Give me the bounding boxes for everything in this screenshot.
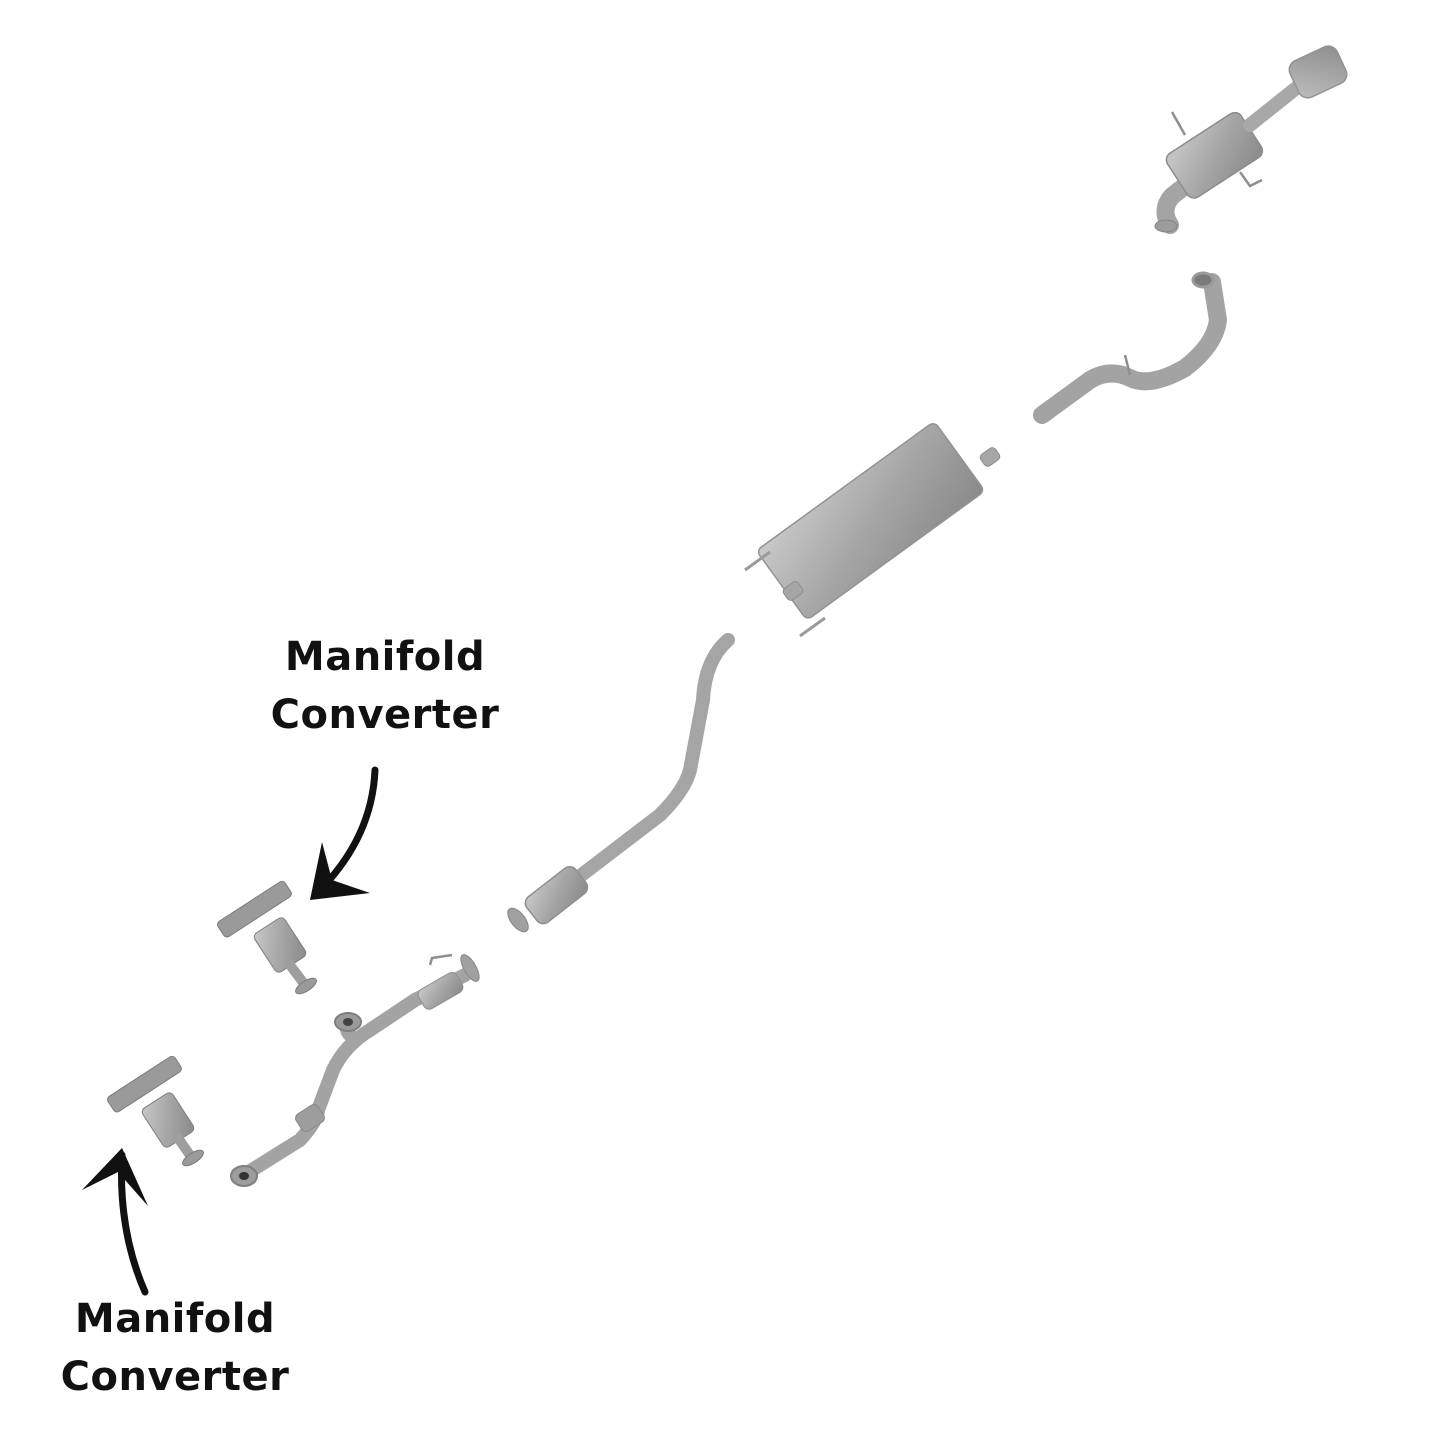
label-line-1: Manifold — [74, 1296, 276, 1342]
center-muffler — [744, 422, 1001, 638]
intermediate-pipe — [1033, 271, 1227, 424]
manifold-converter-lower — [107, 1055, 204, 1167]
front-pipe-catalytic-converter — [507, 633, 735, 933]
manifold-converter-label-lower: Manifold Converter — [52, 1290, 298, 1406]
label-line-2: Converter — [60, 1354, 290, 1400]
y-pipe — [230, 953, 480, 1187]
rear-muffler-tailpipe — [1154, 45, 1348, 234]
manifold-converter-label-upper: Manifold Converter — [262, 628, 508, 744]
arrow-lower — [82, 1148, 149, 1296]
manifold-converter-upper — [217, 880, 317, 995]
arrow-upper — [310, 766, 379, 900]
label-line-2: Converter — [270, 692, 500, 738]
label-line-1: Manifold — [284, 634, 486, 680]
